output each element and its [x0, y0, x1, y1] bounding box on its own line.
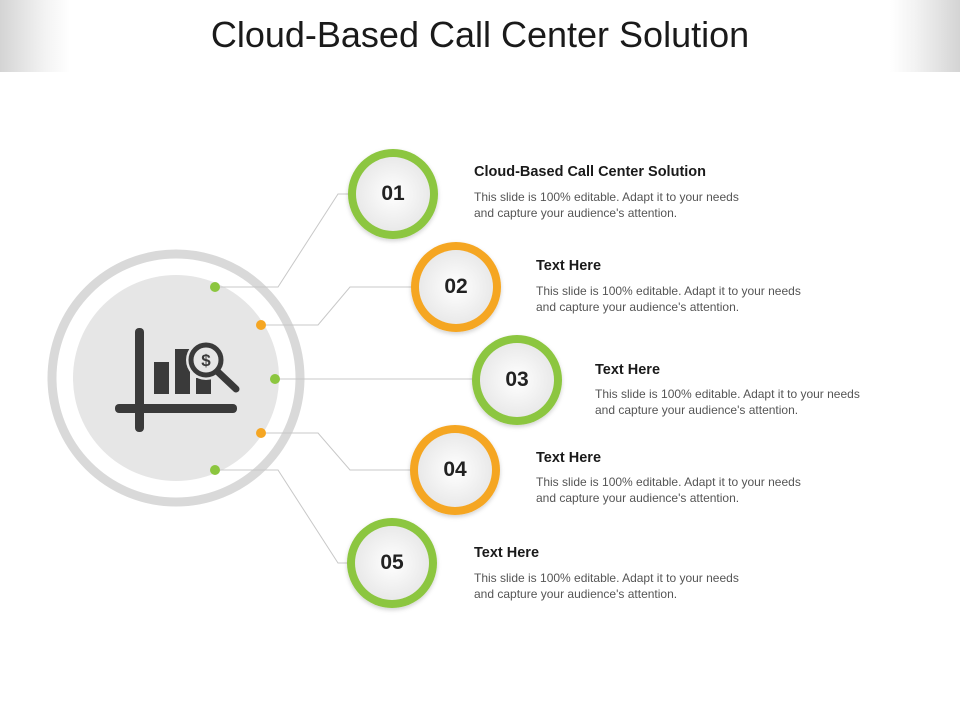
- item-title-01: Cloud-Based Call Center Solution: [474, 164, 707, 180]
- item-desc-line: and capture your audience's attention.: [595, 403, 799, 417]
- header-band: [0, 0, 960, 72]
- step-number-05: 05: [380, 551, 404, 574]
- item-desc-02: This slide is 100% editable. Adapt it to…: [536, 283, 846, 315]
- item-desc-line: and capture your audience's attention.: [474, 587, 678, 601]
- connector-dot-01: [210, 282, 220, 292]
- item-desc-04: This slide is 100% editable. Adapt it to…: [536, 474, 846, 506]
- page-title: Cloud-Based Call Center Solution: [210, 14, 750, 55]
- step-circle-05: [347, 518, 437, 608]
- step-circle-04: [410, 425, 500, 515]
- step-circle-03: [472, 335, 562, 425]
- connector-dot-04: [256, 428, 266, 438]
- item-desc-01: This slide is 100% editable. Adapt it to…: [474, 189, 784, 221]
- item-desc-line: and capture your audience's attention.: [474, 206, 678, 220]
- connector-dot-02: [256, 320, 266, 330]
- connector-line-01: [215, 193, 348, 288]
- item-desc-05: This slide is 100% editable. Adapt it to…: [474, 570, 784, 602]
- connector-dot-03: [270, 374, 280, 384]
- item-desc-line: This slide is 100% editable. Adapt it to…: [474, 190, 739, 204]
- svg-text:$: $: [201, 351, 211, 370]
- item-desc-03: This slide is 100% editable. Adapt it to…: [595, 386, 905, 418]
- step-number-01: 01: [381, 182, 405, 205]
- item-title-05: Text Here: [474, 545, 540, 561]
- connector-line-02: [261, 286, 412, 326]
- step-circle-01: [348, 149, 438, 239]
- item-desc-line: and capture your audience's attention.: [536, 300, 740, 314]
- connector-line-04: [261, 432, 412, 471]
- step-number-02: 02: [444, 275, 468, 298]
- item-title-02: Text Here: [536, 258, 602, 274]
- item-desc-line: and capture your audience's attention.: [536, 491, 740, 505]
- item-desc-line: This slide is 100% editable. Adapt it to…: [474, 571, 739, 585]
- center-outer-ring: [47, 249, 305, 507]
- bar-chart-dollar-magnifier-icon: $: [115, 328, 240, 432]
- connector-line-05: [215, 469, 348, 564]
- step-circle-02: [411, 242, 501, 332]
- step-number-03: 03: [505, 368, 529, 391]
- step-number-04: 04: [443, 458, 467, 481]
- connector-dot-05: [210, 465, 220, 475]
- item-desc-line: This slide is 100% editable. Adapt it to…: [595, 387, 860, 401]
- item-desc-line: This slide is 100% editable. Adapt it to…: [536, 475, 801, 489]
- item-desc-line: This slide is 100% editable. Adapt it to…: [536, 284, 801, 298]
- item-title-03: Text Here: [595, 362, 661, 378]
- item-title-04: Text Here: [536, 450, 602, 466]
